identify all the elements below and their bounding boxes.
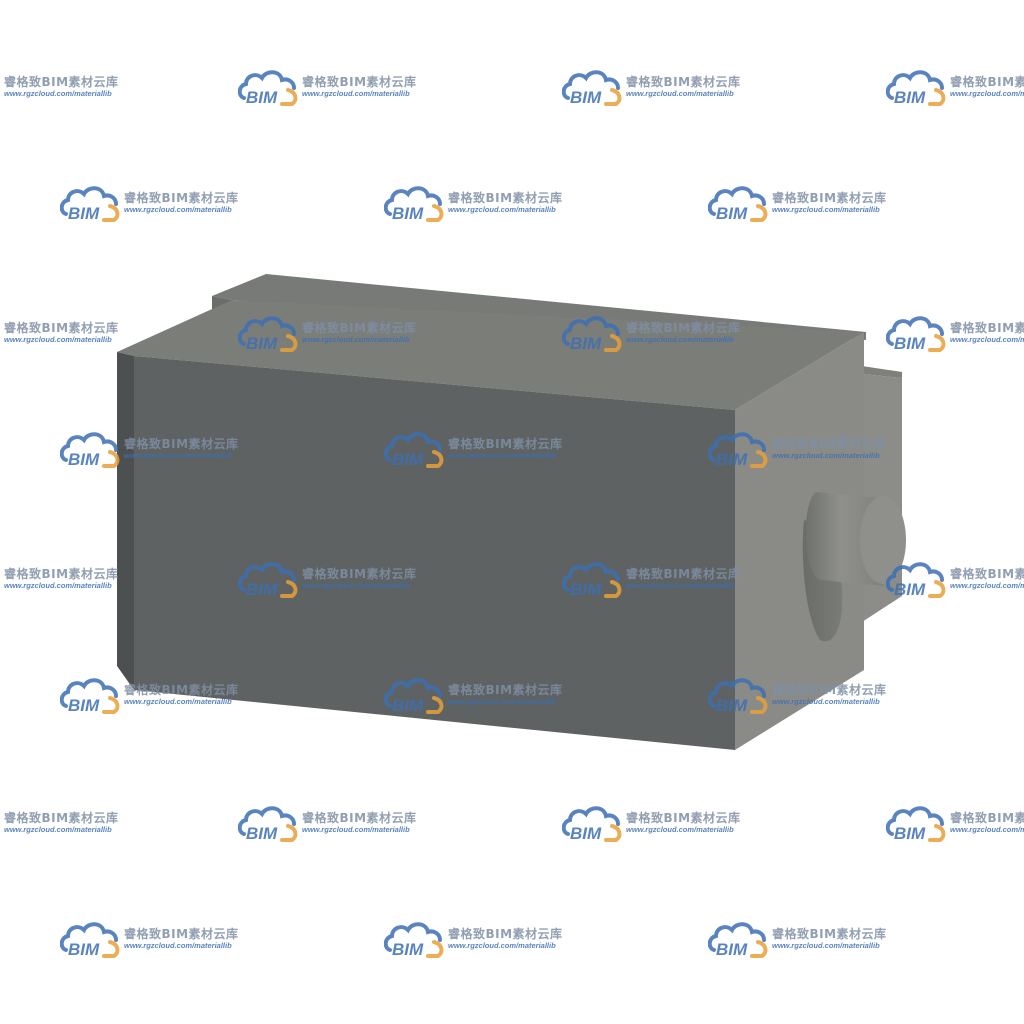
left-edge-strip (117, 352, 134, 690)
main-front-face (134, 356, 735, 750)
main-side-face (735, 332, 864, 750)
main-top-face (117, 300, 864, 410)
back-block-top (212, 274, 866, 340)
cylinder-cap (860, 496, 906, 584)
cylinder-boss (805, 492, 906, 586)
